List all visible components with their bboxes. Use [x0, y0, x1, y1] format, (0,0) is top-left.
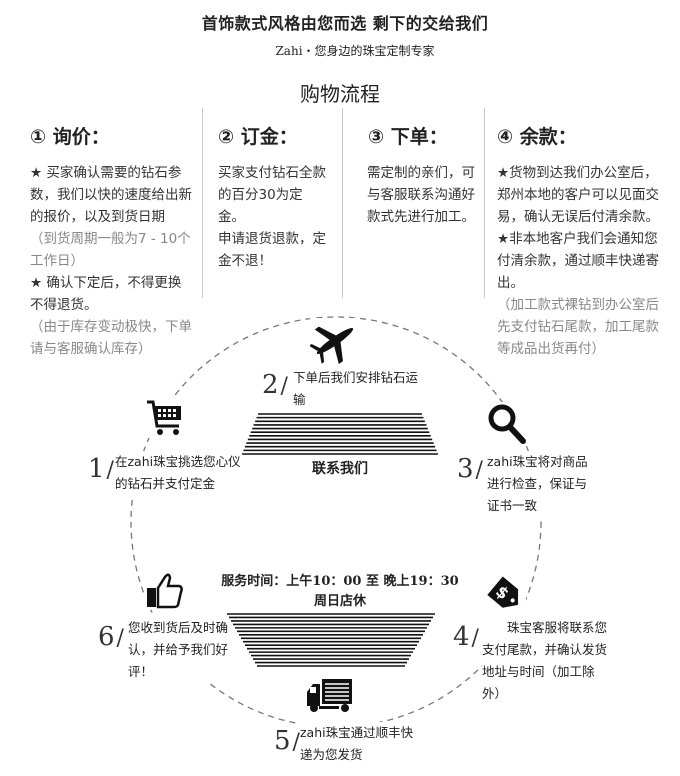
- col-paragraph: ★ 买家确认需要的钻石参数，我们以快的速度给出新的报价，以及到货日期: [30, 165, 192, 225]
- price-tag-icon: $: [484, 574, 526, 614]
- column-divider: [342, 108, 343, 298]
- col-paragraph: （由于库存变动极快，下单请与客服确认库存）: [30, 319, 192, 357]
- column-divider: [484, 108, 485, 298]
- step-number: 3/: [457, 454, 483, 484]
- col-paragraph: （到货周期一般为7 - 10个工作日）: [30, 231, 191, 269]
- step-6-number: 6: [98, 622, 115, 652]
- airplane-icon: [310, 318, 360, 364]
- step-4-number: 4: [453, 622, 470, 652]
- step-number: 1/: [88, 454, 114, 484]
- step-4-text: 珠宝客服将联系您支付尾款，并确认发货地址与时间（加工除外）: [482, 617, 608, 705]
- col-paragraph: 申请退货退款，定金不退！: [218, 231, 326, 269]
- step-2-number: 2: [262, 370, 279, 400]
- col-paragraph: ★货物到达我们办公室后，郑州本地的客户可以见面交易，确认无误后付清余款。: [497, 165, 659, 225]
- column-body-order: 需定制的亲们，可与客服联系沟通好款式先进行加工。: [367, 162, 477, 228]
- step-2-text: 下单后我们安排钻石运输: [293, 367, 418, 411]
- magnifier-icon: [486, 402, 528, 446]
- col-paragraph: ★ 确认下定后，不得更换不得退货。: [30, 275, 182, 313]
- step-number: 2/: [262, 370, 288, 400]
- col-paragraph: ★非本地客户我们会通知您付清余款，通过顺丰快递寄出。: [497, 231, 659, 291]
- store-closed-notice: 周日店休: [313, 594, 366, 609]
- step-3-text: zahi珠宝将对商品进行检查，保证与证书一致: [487, 451, 599, 517]
- shopping-cart-icon: [145, 398, 185, 438]
- step-3-number: 3: [457, 454, 474, 484]
- column-heading-deposit: ② 订金：: [218, 126, 298, 148]
- contact-us-label[interactable]: 联系我们: [312, 461, 368, 477]
- truck-icon: [305, 678, 355, 714]
- step-6-text: 您收到货后及时确认，并给予我们好评！: [128, 617, 228, 683]
- thumbs-up-icon: [145, 572, 185, 610]
- step-5-text: zahi珠宝通过顺丰快递为您发货: [300, 722, 415, 766]
- section-title: 购物流程: [300, 82, 380, 106]
- banner-subtitle: Zahi・您身边的珠宝定制专家: [275, 44, 435, 58]
- column-divider: [202, 108, 203, 298]
- column-heading-balance: ④ 余款：: [497, 126, 577, 148]
- col-paragraph: 需定制的亲们，可与客服联系沟通好款式先进行加工。: [367, 165, 475, 225]
- service-hours: 服务时间：上午10：00 至 晚上19：30: [221, 574, 459, 589]
- step-number: 6/: [98, 622, 124, 652]
- column-body-deposit: 买家支付钻石全款的百分30为定金。 申请退货退款，定金不退！: [218, 162, 328, 272]
- col-paragraph: （加工款式裸钻到办公室后先支付钻石尾款，加工尾款等成品出货再付）: [497, 297, 659, 357]
- step-number: 4/: [453, 622, 479, 652]
- step-number: 5/: [274, 726, 300, 756]
- striped-banner-bottom: [227, 613, 435, 667]
- column-body-balance: ★货物到达我们办公室后，郑州本地的客户可以见面交易，确认无误后付清余款。 ★非本…: [497, 162, 665, 360]
- col-paragraph: 买家支付钻石全款的百分30为定金。: [218, 165, 326, 225]
- column-body-inquiry: ★ 买家确认需要的钻石参数，我们以快的速度给出新的报价，以及到货日期 （到货周期…: [30, 162, 194, 360]
- step-1-number: 1: [88, 454, 105, 484]
- step-1-text: 在zahi珠宝挑选您心仪的钻石并支付定金: [115, 451, 245, 495]
- banner-title: 首饰款式风格由您而选 剩下的交给我们: [201, 14, 489, 33]
- column-heading-order: ③ 下单：: [368, 126, 448, 148]
- striped-banner-top: [242, 413, 438, 455]
- step-5-number: 5: [274, 726, 291, 756]
- column-heading-inquiry: ① 询价：: [30, 126, 110, 148]
